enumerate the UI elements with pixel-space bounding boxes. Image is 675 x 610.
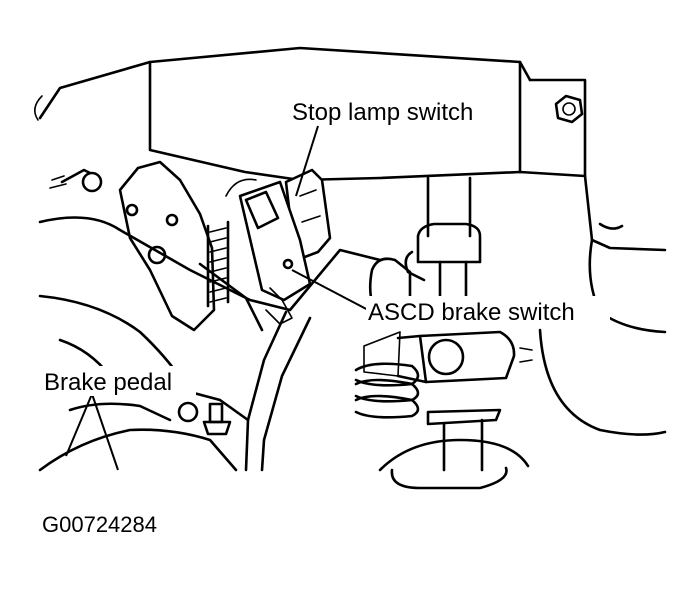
- coil-spring: [354, 362, 530, 490]
- clevis-assembly: [363, 257, 533, 384]
- stop-lamp-switch-leader: [295, 125, 319, 197]
- ascd-brake-switch-leader: [291, 269, 373, 313]
- pedal-bracket: [118, 160, 264, 332]
- brake-pedal-leader-b: [91, 393, 119, 471]
- ascd-label-backdrop: [366, 296, 610, 326]
- ascd-brake-switch-label: ASCD brake switch: [368, 299, 575, 326]
- brake-pedal-label: Brake pedal: [44, 369, 172, 396]
- pedal-shaft: [404, 176, 482, 302]
- brake-pedal-label-backdrop: [42, 366, 196, 396]
- pivot-bolt-icon: [49, 168, 103, 193]
- figure-id: G00724284: [42, 512, 157, 537]
- brake-pedal-arm: [38, 216, 382, 472]
- brake-pedal-leader-a: [65, 393, 93, 457]
- pedal-plate: [38, 338, 238, 472]
- hex-bolt-icon: [554, 94, 584, 124]
- stud-bolt-icon: [202, 402, 232, 436]
- stop-lamp-switch-label: Stop lamp switch: [292, 99, 473, 126]
- return-spring: [206, 220, 230, 308]
